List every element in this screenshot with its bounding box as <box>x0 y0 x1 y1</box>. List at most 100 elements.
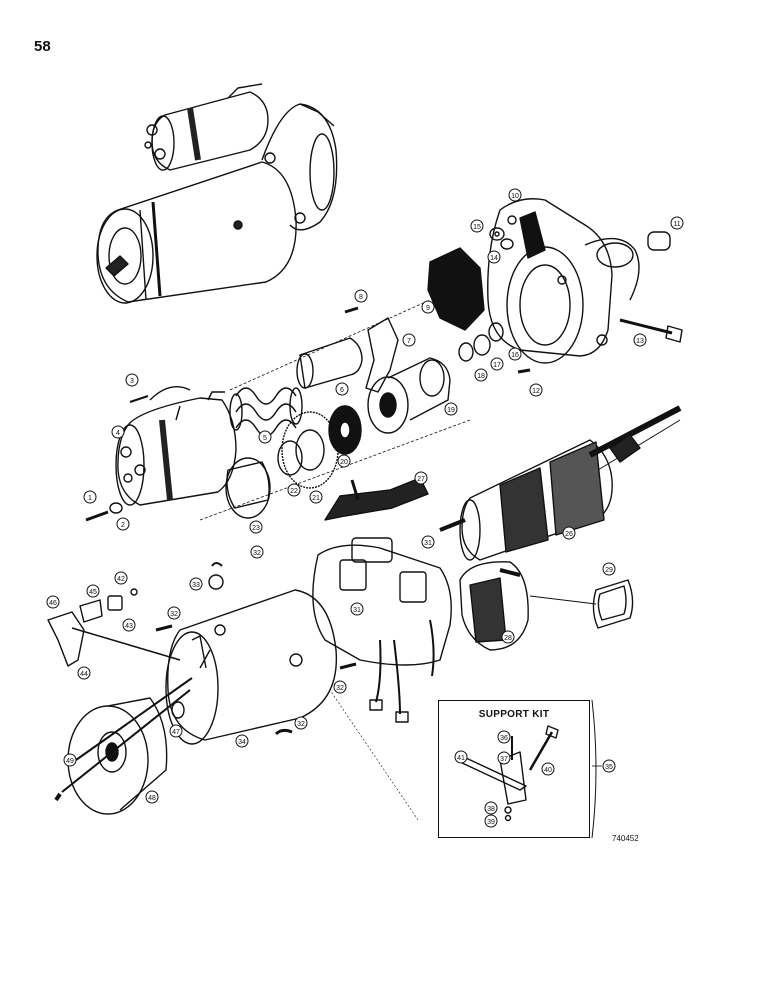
frame-end-cover-illustration <box>47 562 419 821</box>
svg-text:31: 31 <box>424 540 432 547</box>
callout-16: 16 <box>508 347 522 361</box>
callout-14: 14 <box>487 250 501 264</box>
svg-text:32: 32 <box>253 550 261 557</box>
callout-17: 17 <box>490 357 504 371</box>
svg-text:13: 13 <box>636 338 644 345</box>
svg-text:36: 36 <box>500 735 508 742</box>
support-kit-box: SUPPORT KIT <box>438 700 590 838</box>
callout-32c: 32 <box>333 680 347 694</box>
svg-text:2: 2 <box>121 522 125 529</box>
callout-21: 21 <box>309 490 323 504</box>
callout-48: 48 <box>145 790 159 804</box>
svg-text:32: 32 <box>297 721 305 728</box>
svg-text:10: 10 <box>511 193 519 200</box>
callout-36: 36 <box>497 730 511 744</box>
callout-15: 15 <box>470 219 484 233</box>
svg-text:43: 43 <box>125 623 133 630</box>
svg-text:9: 9 <box>426 305 430 312</box>
callout-27: 27 <box>414 471 428 485</box>
svg-text:45: 45 <box>89 589 97 596</box>
svg-text:3: 3 <box>130 378 134 385</box>
svg-text:34: 34 <box>238 739 246 746</box>
armature-illustration <box>439 405 682 561</box>
callout-44: 44 <box>77 666 91 680</box>
callout-10: 10 <box>508 188 522 202</box>
drive-housing-illustration <box>344 198 683 374</box>
callout-22: 22 <box>287 483 301 497</box>
callout-12: 12 <box>529 383 543 397</box>
callout-labels: 1 2 3 4 5 6 7 8 9 10 11 12 13 14 15 16 1… <box>46 188 684 828</box>
callout-32a: 32 <box>250 545 264 559</box>
callout-28: 28 <box>501 630 515 644</box>
support-kit-title: SUPPORT KIT <box>478 709 550 720</box>
callout-19: 19 <box>444 402 458 416</box>
svg-text:35: 35 <box>605 764 613 771</box>
callout-6: 6 <box>335 382 349 396</box>
svg-text:27: 27 <box>417 476 425 483</box>
callout-37: 37 <box>497 751 511 765</box>
callout-11: 11 <box>670 216 684 230</box>
callout-45: 45 <box>86 584 100 598</box>
svg-text:8: 8 <box>359 294 363 301</box>
callout-33: 33 <box>189 577 203 591</box>
svg-text:44: 44 <box>80 671 88 678</box>
callout-29: 29 <box>602 562 616 576</box>
svg-text:19: 19 <box>447 407 455 414</box>
callout-23: 23 <box>249 520 263 534</box>
callout-5: 5 <box>258 430 272 444</box>
svg-text:23: 23 <box>252 525 260 532</box>
callout-1: 1 <box>83 490 97 504</box>
callout-31b: 31 <box>350 602 364 616</box>
callout-41: 41 <box>454 750 468 764</box>
svg-text:18: 18 <box>477 373 485 380</box>
svg-text:21: 21 <box>312 495 320 502</box>
svg-text:42: 42 <box>117 576 125 583</box>
callout-20: 20 <box>337 454 351 468</box>
svg-text:41: 41 <box>457 755 465 762</box>
svg-text:32: 32 <box>336 685 344 692</box>
svg-text:28: 28 <box>504 635 512 642</box>
svg-text:32: 32 <box>170 611 178 618</box>
svg-text:20: 20 <box>340 459 348 466</box>
svg-text:16: 16 <box>511 352 519 359</box>
svg-text:4: 4 <box>116 430 120 437</box>
callout-43: 43 <box>122 618 136 632</box>
callout-9: 9 <box>421 300 435 314</box>
callout-35: 35 <box>602 759 616 773</box>
svg-text:40: 40 <box>544 767 552 774</box>
solenoid-plunger-illustration <box>85 299 471 522</box>
svg-text:47: 47 <box>172 729 180 736</box>
page-number: 58 <box>34 38 51 55</box>
callout-8: 8 <box>354 289 368 303</box>
svg-text:1: 1 <box>88 495 92 502</box>
callout-39: 39 <box>484 814 498 828</box>
svg-text:12: 12 <box>532 388 540 395</box>
callout-4: 4 <box>111 425 125 439</box>
callout-47: 47 <box>169 724 183 738</box>
callout-2: 2 <box>116 517 130 531</box>
callout-32d: 32 <box>294 716 308 730</box>
svg-text:38: 38 <box>487 806 495 813</box>
callout-31a: 31 <box>421 535 435 549</box>
svg-text:11: 11 <box>673 221 680 228</box>
callout-40: 40 <box>541 762 555 776</box>
callout-34: 34 <box>235 734 249 748</box>
svg-text:31: 31 <box>353 607 361 614</box>
svg-text:46: 46 <box>49 600 57 607</box>
callout-49: 49 <box>63 753 77 767</box>
callout-46: 46 <box>46 595 60 609</box>
svg-text:15: 15 <box>473 224 481 231</box>
svg-text:33: 33 <box>192 582 200 589</box>
svg-text:5: 5 <box>263 435 267 442</box>
callout-42: 42 <box>114 571 128 585</box>
callout-18: 18 <box>474 368 488 382</box>
callout-38: 38 <box>484 801 498 815</box>
callout-3: 3 <box>125 373 139 387</box>
callout-13: 13 <box>633 333 647 347</box>
svg-text:14: 14 <box>490 255 498 262</box>
assembled-starter-illustration <box>96 83 338 304</box>
svg-text:17: 17 <box>493 362 501 369</box>
svg-text:7: 7 <box>407 338 411 345</box>
callout-26: 26 <box>562 526 576 540</box>
